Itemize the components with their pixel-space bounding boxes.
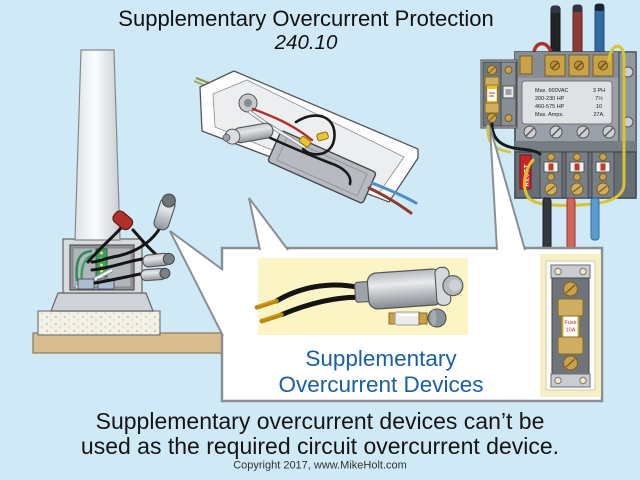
contactor-nameplate-text: Max. 600VAC 3 PH 200-230 HP 7½ 460-575 H… <box>535 88 605 118</box>
caption-line2: used as the required circuit overcurrent… <box>81 433 559 459</box>
fuse-label-line1: Fuse <box>564 320 576 326</box>
load-wire-black <box>542 197 552 253</box>
supply-wires <box>550 3 605 55</box>
supply-wire-red <box>572 4 583 55</box>
nameplate-line: 10 <box>596 104 602 110</box>
fuse-clip <box>557 298 584 317</box>
page-title: Supplementary Overcurrent Protection <box>118 6 493 31</box>
control-wire-black <box>490 122 542 156</box>
code-section-number: 240.10 <box>274 31 338 54</box>
wire-nut <box>316 131 329 142</box>
supply-wire-black <box>550 5 561 55</box>
overload-relay <box>565 151 589 199</box>
load-wire-blue <box>590 197 600 241</box>
nameplate-line: 460-575 HP <box>535 104 565 110</box>
fixture-wires <box>248 107 418 215</box>
terminal-block <box>77 278 95 290</box>
contactor-side-fuse-holder <box>480 59 518 129</box>
caption-line1: Supplementary overcurrent devices can’t … <box>96 408 545 434</box>
nameplate-line: 200-230 HP <box>535 96 565 102</box>
lamp-post-wires <box>86 226 162 285</box>
inline-fuse-holder-device <box>254 266 464 324</box>
reset-label: RESET <box>525 164 531 187</box>
callout-heading-line1: Supplementary <box>305 346 457 371</box>
callout-pointers <box>169 126 526 337</box>
concrete-footing <box>37 310 161 336</box>
small-glass-fuse <box>388 308 447 328</box>
fuse-label-line2: 10A <box>566 328 576 334</box>
overload-relays <box>539 151 615 199</box>
callout: Supplementary Overcurrent Devices Fuse 1… <box>169 126 604 403</box>
line-terminals <box>519 54 614 77</box>
inline-fuse-red-boot <box>112 210 134 231</box>
nameplate-line: 7½ <box>595 95 603 102</box>
terminal-block <box>97 278 115 290</box>
overload-relay <box>591 151 615 199</box>
load-wire-red <box>566 197 576 256</box>
fuse-block-panel: Fuse 10A <box>540 254 601 397</box>
inline-fuse-holder <box>142 252 175 268</box>
overload-relay <box>539 151 563 199</box>
contactor-nameplate <box>521 80 613 125</box>
supply-wire-blue <box>594 3 605 55</box>
nameplate-line: 3 PH <box>593 88 605 94</box>
ground-strip <box>32 332 230 354</box>
contactor-illustration: Max. 600VAC 3 PH 200-230 HP 7½ 460-575 H… <box>480 3 637 256</box>
inline-fuse-holder <box>140 267 171 282</box>
wire-nut <box>298 135 312 148</box>
copyright-text: Copyright 2017, www.MikeHolt.com <box>233 460 407 472</box>
pole <box>74 49 121 241</box>
inline-fuse-holder-vertical <box>153 193 176 231</box>
fixture-inline-fuse-holder <box>222 122 274 145</box>
fuse-label <box>563 315 578 338</box>
nameplate-line: Max. Amps. <box>535 112 564 118</box>
lamp-post-illustration <box>32 49 230 354</box>
base-flare <box>50 292 154 312</box>
ground-wire <box>75 249 93 282</box>
nameplate-line: Max. 600VAC <box>535 88 569 94</box>
callout-heading-line2: Overcurrent Devices <box>278 372 483 397</box>
fluorescent-fixture-illustration <box>193 70 419 215</box>
nameplate-line: 27A. <box>593 112 605 118</box>
fuse-clip <box>557 336 584 355</box>
